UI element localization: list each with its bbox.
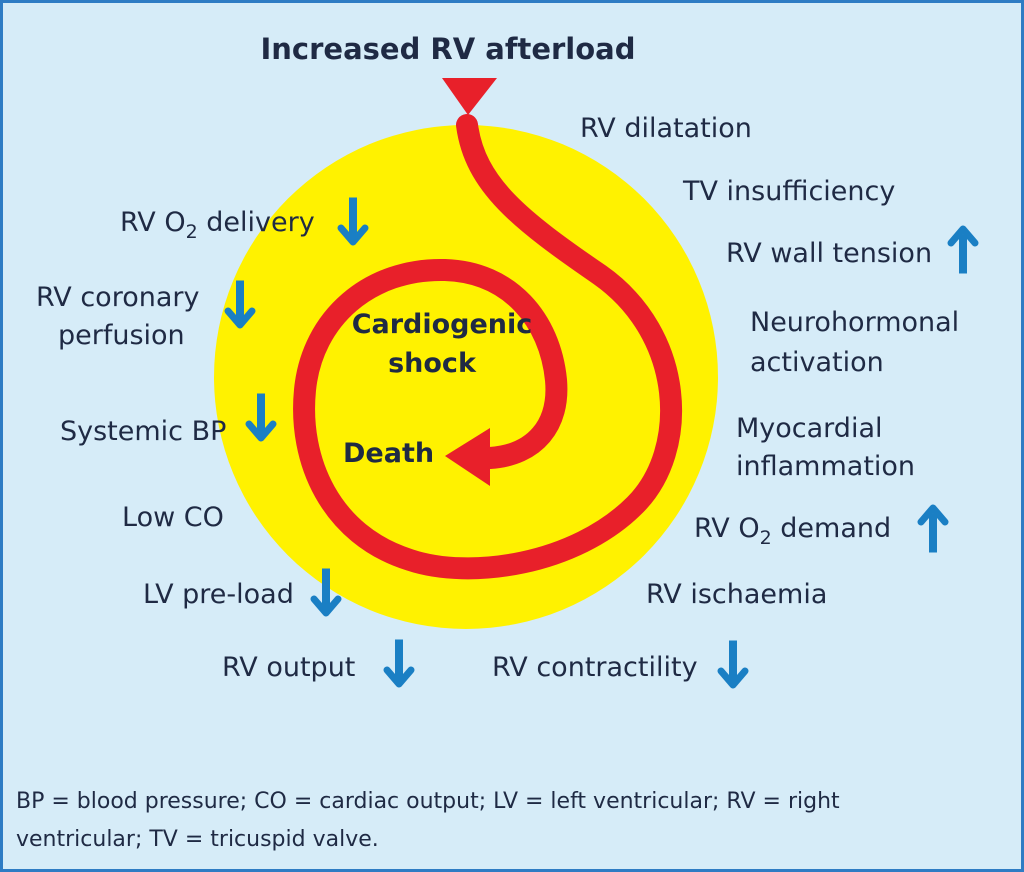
label-rv-o2-delivery-suffix: delivery [198, 207, 315, 238]
arrow-up-icon [951, 229, 975, 273]
arrow-down-icon [387, 640, 411, 684]
label-rv-o2-demand-subscript: 2 [760, 527, 772, 549]
afterload-triangle [442, 78, 497, 115]
center-label-shock: shock [388, 348, 477, 379]
label-rv-coronary-line1: RV coronary [36, 282, 199, 313]
label-rv-ischaemia: RV ischaemia [646, 579, 827, 610]
center-label-death: Death [343, 438, 434, 469]
footnote-line2: ventricular; TV = tricuspid valve. [16, 827, 379, 852]
label-myocardial-line1: Myocardial [736, 413, 883, 444]
arrow-down-icon [721, 641, 745, 685]
label-neurohormonal-line2: activation [750, 347, 884, 378]
label-rv-output: RV output [222, 652, 355, 683]
label-low-co: Low CO [122, 502, 224, 533]
label-rv-wall-tension: RV wall tension [726, 238, 932, 269]
label-lv-preload: LV pre-load [143, 579, 294, 610]
vicious-cycle-spiral [293, 114, 683, 580]
label-myocardial-line2: inflammation [736, 451, 915, 482]
center-label-cardiogenic: Cardiogenic [352, 309, 533, 340]
label-systemic-bp: Systemic BP [60, 416, 226, 447]
spiral-arrowhead [445, 428, 490, 486]
label-rv-o2-demand-prefix: RV O [694, 513, 760, 544]
label-rv-o2-demand-suffix: demand [772, 513, 891, 544]
label-rv-o2-demand: RV O2 demand [694, 513, 891, 549]
arrow-up-icon [921, 508, 945, 552]
label-tv-insufficiency: TV insufficiency [682, 176, 895, 207]
label-rv-dilatation: RV dilatation [580, 113, 752, 144]
label-neurohormonal-line1: Neurohormonal [750, 307, 959, 338]
label-rv-o2-delivery: RV O2 delivery [120, 207, 315, 243]
label-rv-o2-delivery-subscript: 2 [186, 221, 198, 243]
label-rv-o2-delivery-prefix: RV O [120, 207, 186, 238]
label-rv-coronary-line2: perfusion [58, 320, 185, 351]
footnote-line1: BP = blood pressure; CO = cardiac output… [16, 789, 840, 814]
label-rv-contractility: RV contractility [492, 652, 698, 683]
diagram-title: Increased RV afterload [260, 32, 635, 66]
